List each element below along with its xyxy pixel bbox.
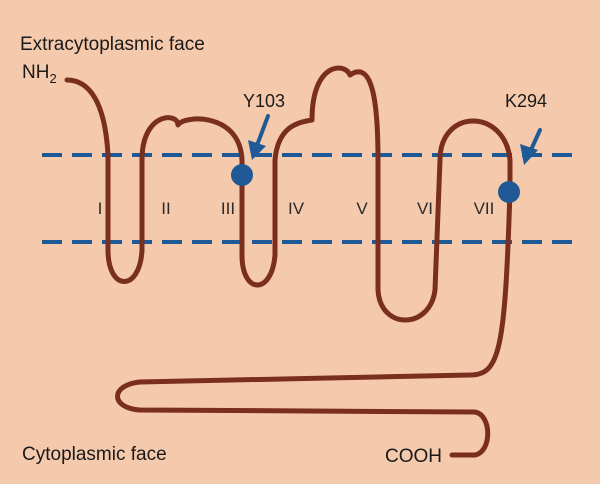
helix-label-3: III [221, 199, 235, 218]
n-terminus-base: NH [22, 62, 49, 83]
k294-arrow-icon [520, 128, 542, 165]
n-terminus-label: NH2 [22, 62, 57, 86]
helix-label-7: VII [474, 199, 495, 218]
y103-marker [231, 164, 253, 186]
k294-marker [498, 181, 520, 203]
c-terminus-label: COOH [385, 446, 442, 467]
extracytoplasmic-face-label: Extracytoplasmic face [20, 34, 205, 55]
n-terminus-subscript: 2 [49, 71, 56, 86]
helix-label-6: VI [417, 199, 433, 218]
helix-label-1: I [98, 199, 103, 218]
y103-arrow-icon [248, 114, 270, 160]
helix-label-4: IV [288, 199, 305, 218]
y103-label: Y103 [243, 91, 285, 111]
cytoplasmic-face-label: Cytoplasmic face [22, 444, 167, 465]
helix-label-2: II [161, 199, 170, 218]
polypeptide-chain [64, 65, 513, 458]
helix-label-5: V [356, 199, 368, 218]
k294-label: K294 [505, 91, 547, 111]
